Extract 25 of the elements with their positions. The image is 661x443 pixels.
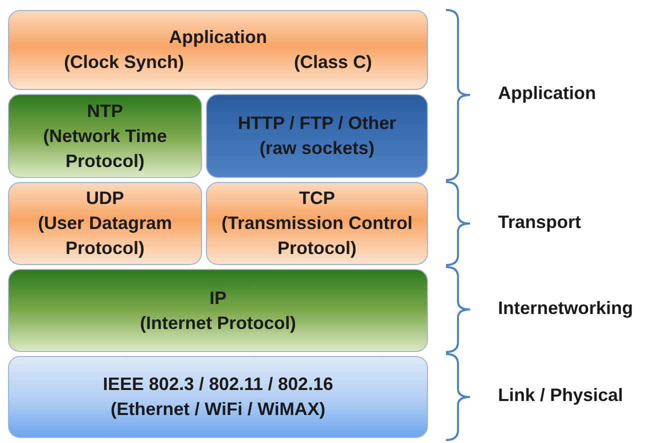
layer-label: Link / Physical bbox=[498, 385, 624, 406]
protocol-description: (Transmission Control Protocol) bbox=[221, 212, 413, 260]
protocol-layer-box bbox=[8, 269, 428, 352]
protocol-name: IP bbox=[209, 286, 226, 310]
protocol-layer-box bbox=[8, 94, 202, 178]
protocol-layer-box bbox=[206, 94, 428, 178]
protocol-name: HTTP / FTP / Other (raw sockets) bbox=[236, 112, 398, 160]
protocol-name: UDP bbox=[86, 187, 124, 210]
protocol-description: (Internet Protocol) bbox=[140, 312, 296, 335]
protocol-name: IEEE 802.3 / 802.11 / 802.16 bbox=[102, 373, 334, 396]
layer-note: (Class C) bbox=[294, 51, 372, 74]
protocol-description: (Ethernet / WiFi / WiMAX) bbox=[110, 398, 326, 421]
layer-label: Internetworking bbox=[498, 298, 634, 318]
protocol-name: TCP bbox=[299, 187, 335, 210]
protocol-name: NTP bbox=[87, 100, 123, 122]
layer-label: Transport bbox=[498, 212, 582, 232]
layer-note: (Clock Synch) bbox=[64, 51, 184, 74]
layer-title: Application bbox=[169, 26, 267, 49]
protocol-layer-box bbox=[8, 356, 428, 438]
layer-label: Application bbox=[498, 83, 596, 104]
protocol-layer-box bbox=[206, 182, 428, 265]
protocol-layer-box bbox=[8, 182, 202, 265]
protocol-description: (Network Time Protocol) bbox=[42, 124, 168, 173]
protocol-layer-box bbox=[8, 10, 428, 90]
protocol-description: (User Datagram Protocol) bbox=[36, 212, 174, 260]
